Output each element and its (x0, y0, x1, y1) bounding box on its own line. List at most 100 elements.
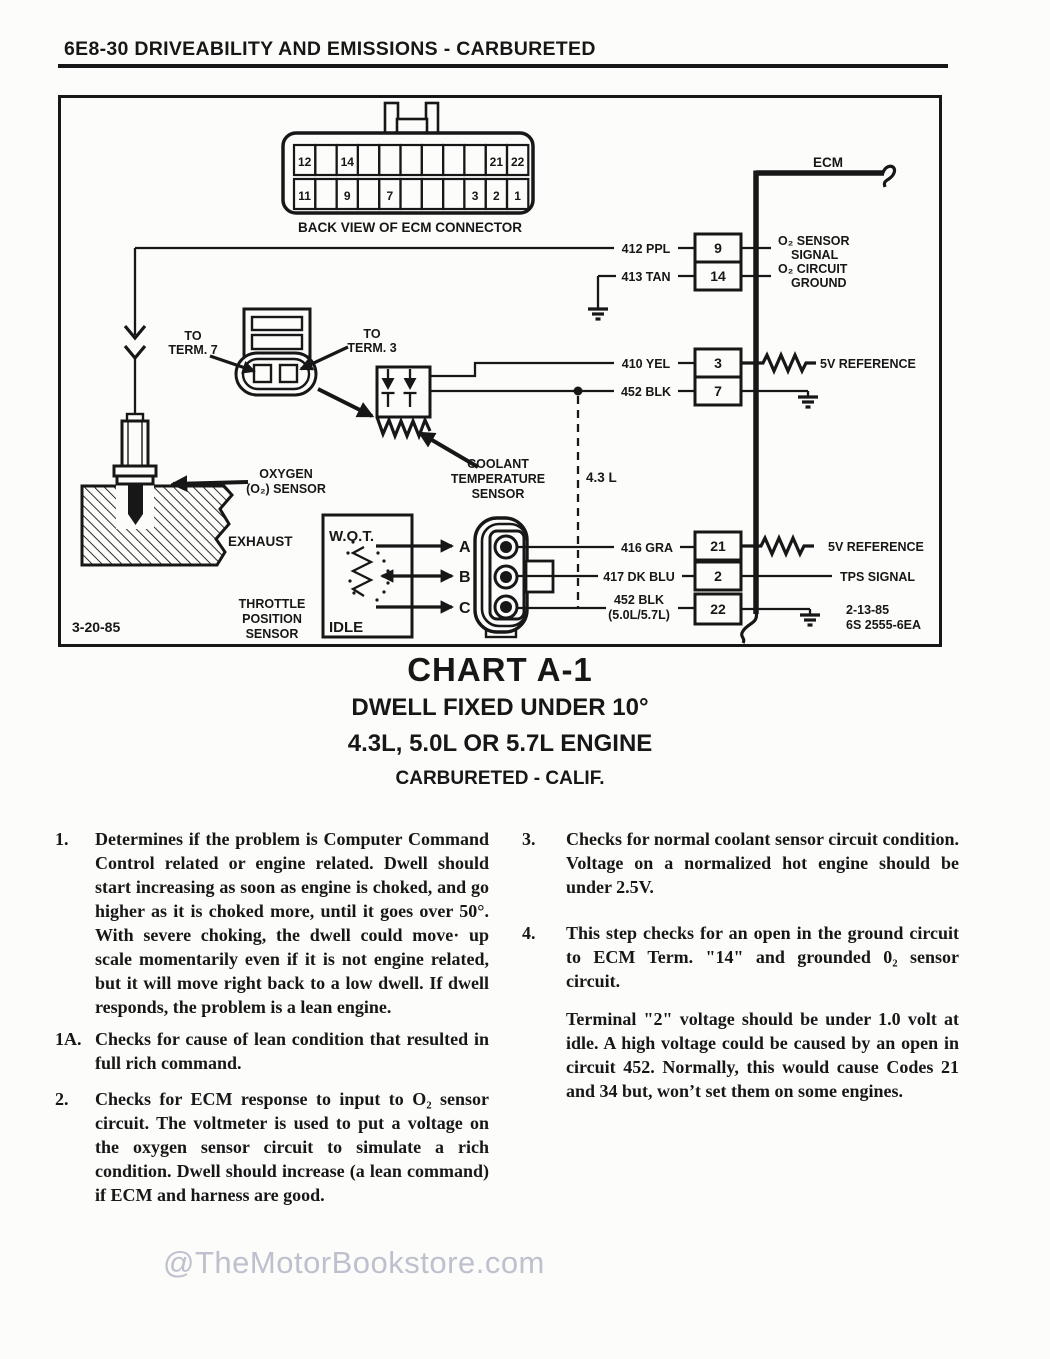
throttle-position-sensor: W.O.T. IDLE A B C THROTTLE POSITION SENS… (239, 513, 471, 641)
throttle-label-2: POSITION (242, 612, 302, 626)
ecm-pin-number: 9 (344, 189, 351, 203)
step-number: 4. (522, 923, 536, 943)
ecm-terminal-7 (693, 375, 743, 407)
ecm-pin-number: 12 (298, 155, 312, 169)
terminal-14-number: 14 (710, 268, 726, 284)
tps-connector (473, 516, 555, 639)
terminal-9-number: 9 (714, 240, 722, 256)
wot-label: W.O.T. (329, 528, 374, 545)
step-number: 2. (55, 1089, 69, 1109)
step-2: 2. Checks for ECM response to input to O… (55, 1087, 489, 1207)
step-number (522, 1007, 566, 1103)
coolant-label-2: TEMPERATURE (451, 472, 545, 486)
terminal-22-number: 22 (710, 601, 726, 617)
chart-subtitle-2: 4.3L, 5.0L OR 5.7L ENGINE (347, 730, 653, 757)
exhaust-pipe (80, 484, 234, 567)
o2-circuit-ground-label-2: GROUND (791, 276, 847, 290)
o2-circuit-ground-label-1: O₂ CIRCUIT (778, 262, 848, 276)
ref-5v-label-a: 5V REFERENCE (820, 357, 916, 371)
ecm-pin-number: 22 (511, 155, 525, 169)
step-text: Terminal "2" voltage should be under 1.0… (566, 1009, 959, 1101)
coolant-circuit-wires: 410 YEL 3 5V REFERENCE 452 BLK 7 4.3 L (430, 347, 916, 607)
coolant-temp-sensor: COOLANT TEMPERATURE SENSOR (375, 365, 545, 501)
ecm-pin-number: 3 (472, 189, 479, 203)
steps-right-column: 3. Checks for normal coolant sensor circ… (522, 827, 959, 1103)
step-text: Checks for cause of lean condition that … (95, 1029, 489, 1073)
step-number: 1. (55, 829, 69, 849)
ecm-label: ECM (813, 155, 843, 170)
to-term3-label2: TERM. 3 (347, 341, 396, 355)
ecm-pin-cell (505, 143, 530, 177)
engine-43l-label: 4.3 L (586, 470, 617, 485)
header-rule (58, 64, 948, 68)
tps-signal-label: TPS SIGNAL (840, 570, 915, 584)
terminal-2-number: 2 (714, 568, 722, 584)
coolant-label-1: COOLANT (467, 457, 529, 471)
oxygen-sensor-assembly: OXYGEN (O₂) SENSOR EXHAUST 3-20-85 (72, 248, 326, 635)
ecm-pin-cell (505, 177, 530, 211)
ecm-pin-number: 21 (490, 155, 504, 169)
terminal-7-number: 7 (714, 383, 722, 399)
ecm-terminal-9 (693, 232, 743, 264)
step-4: 4. This step checks for an open in the g… (522, 921, 959, 993)
step-text: This step checks for an open in the grou… (566, 923, 959, 991)
wire-416-gra: 416 GRA (621, 541, 673, 555)
step-3: 3. Checks for normal coolant sensor circ… (522, 827, 959, 899)
to-term7-label2: TERM. 7 (168, 343, 217, 357)
ecm-terminal-3 (693, 347, 743, 379)
page-header: 6E8-30 DRIVEABILITY AND EMISSIONS - CARB… (64, 38, 596, 60)
pin-a-label: A (459, 539, 471, 556)
ecm-bus-line: ECM (740, 155, 897, 644)
o2-circuit-wires: 412 PPL 9 413 TAN 14 O₂ SENSOR SIGNAL O₂… (135, 232, 850, 321)
wire-410-yel: 410 YEL (622, 357, 671, 371)
to-term3-label: TO (363, 327, 380, 341)
step-4-continued: Terminal "2" voltage should be under 1.0… (522, 1007, 959, 1103)
doc-number: 6S 2555-6EA (846, 618, 921, 632)
wire-452-blk-b2: (5.0L/5.7L) (608, 608, 670, 622)
steps-left-column: 1. Determines if the problem is Computer… (55, 827, 489, 1207)
step-number: 1A. (55, 1029, 82, 1049)
oxygen-sensor-label-2: (O₂) SENSOR (246, 482, 326, 496)
chart-title: CHART A-1 (407, 651, 593, 688)
wire-452-blk-b1: 452 BLK (614, 593, 664, 607)
exhaust-label: EXHAUST (228, 534, 293, 549)
chart-title-block: CHART A-1 DWELL FIXED UNDER 10° 4.3L, 5.… (0, 651, 1000, 790)
step-number: 3. (522, 829, 536, 849)
terminal-connector: TO TERM. 7 TO TERM. 3 (168, 307, 397, 418)
ecm-pin-number: 2 (493, 189, 500, 203)
ecm-pin-number: 11 (298, 189, 311, 203)
oxygen-sensor-label-1: OXYGEN (259, 467, 313, 481)
o2-sensor-signal-label-2: SIGNAL (791, 248, 839, 262)
ref-5v-label-b: 5V REFERENCE (828, 540, 924, 554)
connector-caption: BACK VIEW OF ECM CONNECTOR (298, 220, 522, 235)
throttle-label-3: SENSOR (246, 627, 299, 641)
terminal-3-number: 3 (714, 355, 722, 371)
wire-452-blk: 452 BLK (621, 385, 671, 399)
ecm-terminal-14 (693, 260, 743, 292)
diagram-border (58, 95, 942, 647)
terminal-21-number: 21 (710, 538, 726, 554)
coolant-label-3: SENSOR (472, 487, 525, 501)
o2-sensor-signal-label-1: O₂ SENSOR (778, 234, 850, 248)
tps-circuit-wires: 416 GRA 21 5V REFERENCE 417 DK BLU 2 TPS… (518, 530, 924, 632)
step-text: Checks for normal coolant sensor circuit… (566, 829, 959, 897)
wire-413-tan: 413 TAN (621, 270, 670, 284)
date-right: 2-13-85 (846, 603, 889, 617)
date-left: 3-20-85 (72, 619, 120, 635)
to-term7-label: TO (184, 329, 201, 343)
step-1: 1. Determines if the problem is Computer… (55, 827, 489, 1019)
step-text: Determines if the problem is Computer Co… (95, 829, 489, 1017)
pin-c-label: C (459, 600, 471, 617)
step-text: Checks for ECM response to input to O₂ s… (95, 1089, 489, 1205)
chart-subtitle-1: DWELL FIXED UNDER 10° (351, 694, 649, 721)
ecm-terminal-2 (693, 560, 743, 592)
chart-subtitle-3: CARBURETED - CALIF. (395, 768, 605, 789)
ecm-pin-number: 14 (341, 155, 355, 169)
wire-412-ppl: 412 PPL (622, 242, 671, 256)
ecm-pin-number: 1 (514, 189, 521, 203)
ecm-terminal-21 (693, 530, 743, 562)
pin-b-label: B (459, 569, 471, 586)
